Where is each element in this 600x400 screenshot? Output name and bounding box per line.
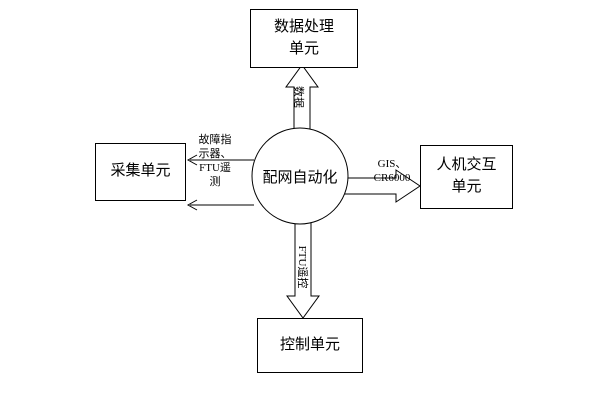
node-data-processing-label: 数据处理单元: [273, 18, 334, 57]
node-control-unit: 控制单元: [257, 318, 363, 373]
edge-label-top: 数据: [292, 86, 304, 108]
edge-label-right: GIS、CR6000: [373, 158, 411, 184]
arrow-down-icon: [286, 217, 320, 319]
center-circle: [251, 127, 349, 225]
arrow-right-icon: [339, 169, 421, 203]
node-hmi-label: 人机交互单元: [436, 157, 497, 195]
node-control-label: 控制单元: [279, 336, 340, 353]
node-data-processing-unit: 数据处理单元: [250, 9, 358, 68]
arrow-up-icon: [285, 64, 319, 136]
edge-label-left: 故障指示器、FTU遥测: [198, 134, 232, 188]
node-hmi-unit: 人机交互单元: [420, 145, 513, 209]
center-node-label: 配网自动化: [262, 169, 338, 186]
edge-label-bottom: FTU遥控: [296, 245, 308, 289]
arrow-left-lower-icon: [186, 199, 198, 211]
node-collection-unit: 采集单元: [95, 143, 186, 201]
arrow-left-upper-icon: [186, 154, 198, 166]
node-collection-label: 采集单元: [110, 163, 171, 180]
